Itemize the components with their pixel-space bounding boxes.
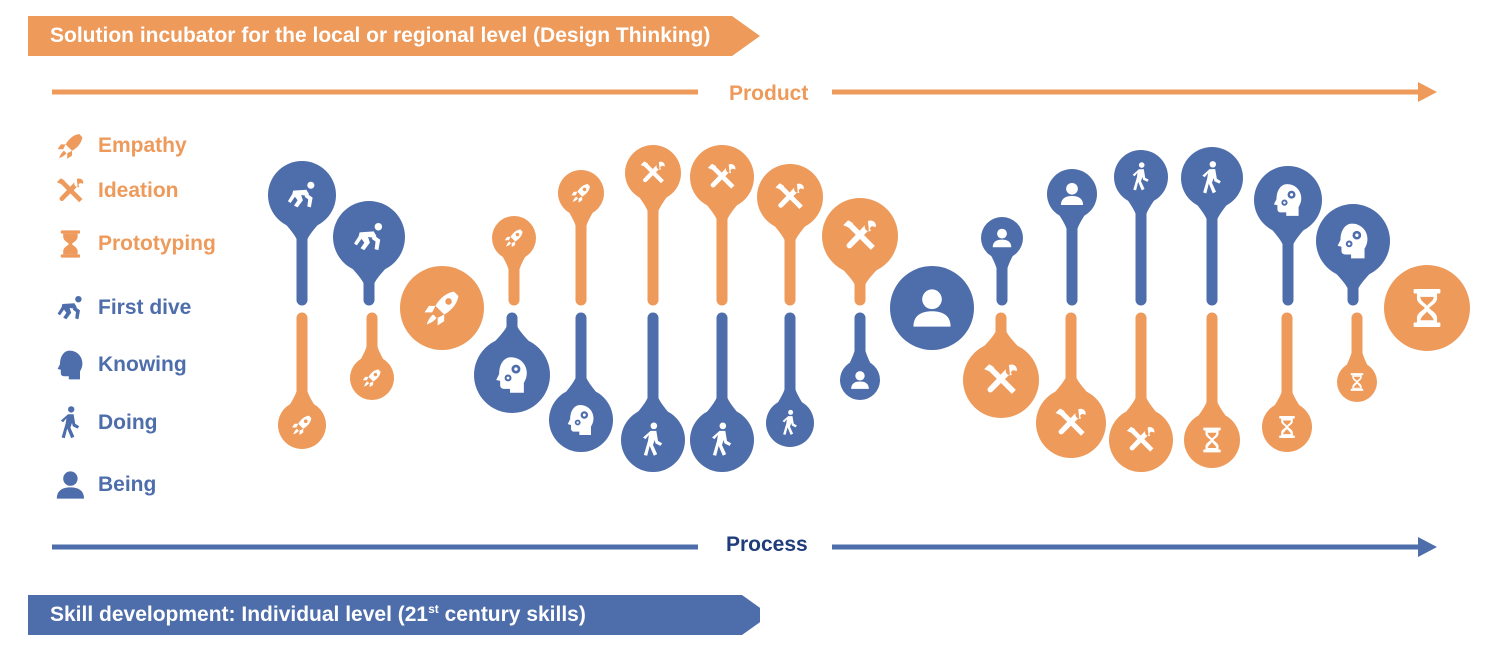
pin-center-hourglass — [1384, 265, 1470, 351]
pin-bottom-tools — [963, 312, 1039, 418]
banner-skill-suffix: century skills) — [438, 603, 586, 626]
pin-top-tools — [690, 145, 754, 306]
pin-neck — [568, 210, 594, 228]
pin-center-person — [890, 266, 974, 350]
pin-top-head-gears — [1316, 204, 1390, 306]
pin-bottom-head-gears — [549, 312, 613, 452]
banner-design-thinking: Solution incubator for the local or regi… — [28, 16, 760, 56]
legend-item-prototyping: Prototyping — [52, 226, 216, 262]
legend-label: Knowing — [98, 353, 187, 376]
pin-bottom-rocket — [350, 312, 394, 400]
pin-top-person — [981, 217, 1023, 306]
pin-bottom-head-gears — [474, 312, 550, 413]
legend-item-being: Being — [52, 467, 156, 503]
pins-top-row — [268, 145, 1470, 351]
pin-top-rocket — [558, 170, 604, 306]
legend-item-ideation: Ideation — [52, 173, 179, 209]
pin-neck — [1346, 350, 1368, 367]
pin-neck — [359, 344, 385, 361]
legend-label: Being — [98, 473, 157, 496]
process-axis-arrowhead — [1418, 537, 1437, 557]
pin-top-walker — [1181, 147, 1243, 306]
pin-top-head-gears — [1254, 166, 1322, 306]
pin-bottom-hourglass — [1337, 312, 1377, 402]
pin-bottom-tools — [1109, 312, 1173, 472]
banner-skill-prefix: Skill development: Individual level (21 — [50, 603, 429, 626]
pin-top-person — [1047, 169, 1097, 306]
banner-skill-sup: st — [428, 602, 439, 616]
banner-skill-development: Skill development: Individual level (21s… — [28, 595, 760, 635]
pin-bottom-hourglass — [1184, 312, 1240, 468]
legend-item-knowing: Knowing — [52, 347, 187, 383]
pin-bottom-person — [840, 312, 880, 400]
pin-neck — [849, 348, 871, 365]
product-axis-label: Product — [729, 82, 809, 105]
product-axis-arrowhead — [1418, 82, 1437, 102]
legend-label: Empathy — [98, 134, 187, 157]
pin-top-walker — [1114, 150, 1168, 306]
pin-top-tools — [625, 145, 681, 306]
legend-label: First dive — [98, 296, 192, 319]
pin-neck — [990, 254, 1014, 271]
legend-item-empathy: Empathy — [52, 128, 187, 164]
pin-neck — [501, 255, 527, 272]
legend-label: Doing — [98, 411, 158, 434]
pin-bottom-rocket — [278, 312, 326, 449]
process-axis-label: Process — [726, 533, 808, 556]
pins-bottom-row — [278, 312, 1377, 472]
legend-label: Ideation — [98, 179, 179, 202]
pin-bottom-tools — [1036, 312, 1106, 458]
pin-top-rocket — [492, 216, 536, 306]
pin-bottom-walker — [621, 312, 685, 472]
pin-top-tools — [822, 198, 898, 306]
pin-center-rocket — [400, 266, 484, 350]
pin-bottom-walker — [690, 312, 754, 472]
pin-bottom-walker — [766, 312, 814, 447]
legend-item-doing: Doing — [52, 405, 157, 441]
legend-label: Prototyping — [98, 232, 216, 255]
pin-top-runner-start — [333, 201, 405, 306]
pin-bottom-hourglass — [1262, 312, 1312, 452]
pin-top-runner-start — [268, 161, 336, 306]
legend-item-first-dive: First dive — [52, 290, 191, 326]
pin-top-tools — [757, 164, 823, 306]
banner-design-thinking-text: Solution incubator for the local or regi… — [50, 24, 711, 47]
